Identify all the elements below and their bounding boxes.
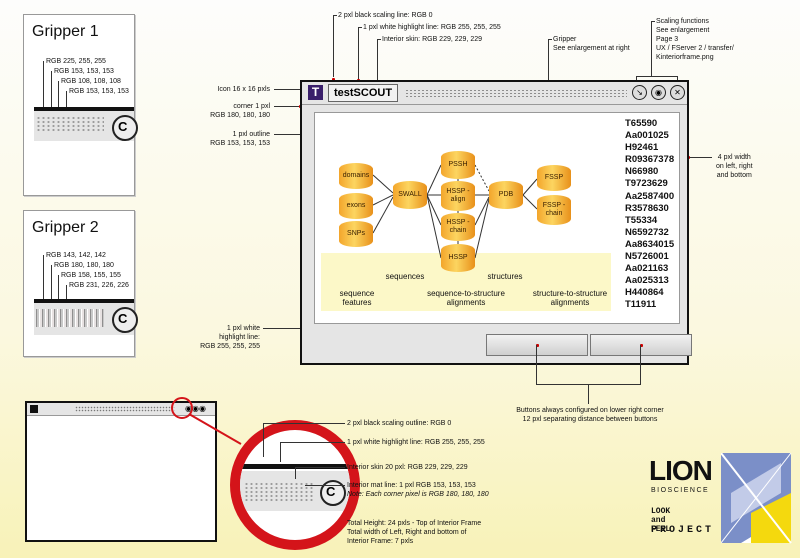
gripper2-label-2: RGB 180, 180, 180 xyxy=(54,262,114,269)
label-sequence-features: sequence features xyxy=(339,289,375,307)
gripper1-label-3: RGB 108, 108, 108 xyxy=(61,78,121,85)
node-domains: domains xyxy=(339,163,373,189)
gripper2-panel: Gripper 2 RGB 143, 142, 142 RGB 180, 180… xyxy=(23,210,138,357)
node-pssh: PSSH xyxy=(441,151,475,179)
note-interior-skin: Interior skin: RGB 229, 229, 229 xyxy=(382,36,482,43)
window-titlebar[interactable]: T testSCOUT ↘ ◉ ✕ xyxy=(302,82,687,105)
note-scaling-line: 2 pxl black scaling line: RGB 0 xyxy=(338,12,433,19)
logo-graphic xyxy=(721,453,792,544)
testscout-window: T testSCOUT ↘ ◉ ✕ xyxy=(300,80,692,365)
bottom-button-icons: ◉◉◉ xyxy=(185,404,206,413)
diagram-connectors xyxy=(372,164,538,259)
magnify-circle-small xyxy=(171,397,193,419)
gripper2-label-4: RGB 231, 226, 226 xyxy=(69,282,129,289)
label-seq-to-struct: sequence-to-structure alignments xyxy=(427,289,505,307)
bottom-gripper xyxy=(75,406,175,412)
logo-name: LION xyxy=(649,455,713,486)
node-hssp: HSSP xyxy=(441,244,475,272)
resize-icon[interactable]: ◉ xyxy=(651,85,666,100)
gripper1-label-2: RGB 153, 153, 153 xyxy=(54,68,114,75)
note-scaling-functions: Scaling functions See enlargement Page 3… xyxy=(656,18,734,61)
interior-content: domains exons SNPs SWALL PSSH HSSP -alig… xyxy=(314,112,680,324)
bottom-icon xyxy=(30,405,38,413)
titlebar-gripper[interactable] xyxy=(405,89,627,97)
close-icon[interactable]: ✕ xyxy=(670,85,685,100)
gripper2-knob-icon: C xyxy=(112,307,138,333)
gripper1-knob-icon: C xyxy=(112,115,138,141)
app-icon: T xyxy=(308,85,323,100)
logo-tag1: LOOK and FEEL xyxy=(651,507,671,534)
node-fssp: FSSP xyxy=(537,165,571,191)
node-swall: SWALL xyxy=(393,181,427,209)
node-hssp-chain: HSSP -chain xyxy=(441,213,475,241)
note-icon: Icon 16 x 16 pxls xyxy=(217,86,270,93)
node-hssp-align: HSSP -align xyxy=(441,181,475,211)
node-fssp-chain: FSSP -chain xyxy=(537,195,571,225)
gripper1-panel: Gripper 1 RGB 225, 255, 255 RGB 153, 153… xyxy=(23,14,138,196)
note-bottom-highlight: 1 pxl white highlight line: RGB 255, 255… xyxy=(347,439,485,446)
node-exons: exons xyxy=(339,193,373,219)
note-bottom-scaling: 2 pxl black scaling outline: RGB 0 xyxy=(347,420,452,427)
bottom-titlebar: ◉◉◉ xyxy=(27,403,215,416)
logo-sub: BIOSCIENCE xyxy=(651,487,710,494)
label-sequences: sequences xyxy=(385,272,425,281)
label-struct-to-struct: structure-to-structure alignments xyxy=(532,289,608,307)
magnify-circle: C xyxy=(230,420,360,550)
gripper2-label-3: RGB 158, 155, 155 xyxy=(61,272,121,279)
node-pdb: PDB xyxy=(489,181,523,209)
note-bottom-total: Total Height: 24 pxls - Top of Interior … xyxy=(347,520,482,545)
gripper2-label-1: RGB 143, 142, 142 xyxy=(46,252,106,259)
zoom-icon[interactable]: ↘ xyxy=(632,85,647,100)
note-highlight-line: 1 pxl white highlight line: RGB 255, 255… xyxy=(363,24,501,31)
node-snps: SNPs xyxy=(339,221,373,247)
bottom-window: ◉◉◉ xyxy=(25,401,217,542)
gripper1-title: Gripper 1 xyxy=(32,23,99,40)
note-bottom-mat: Interior mat line: 1 pxl RGB 153, 153, 1… xyxy=(347,482,489,498)
note-bottom-skin: Interior skin 20 pxl: RGB 229, 229, 229 xyxy=(347,464,468,471)
note-buttons: Buttons always configured on lower right… xyxy=(516,407,664,423)
gripper1-label-4: RGB 153, 153, 153 xyxy=(69,88,129,95)
gripper2-title: Gripper 2 xyxy=(32,219,99,236)
label-structures: structures xyxy=(487,272,523,281)
window-title: testSCOUT xyxy=(328,84,399,102)
logo-tag2: PROJECT xyxy=(651,525,715,536)
gripper1-label-1: RGB 225, 255, 255 xyxy=(46,58,106,65)
gripper1-dots xyxy=(36,116,104,132)
gripper2-bars xyxy=(36,309,104,327)
